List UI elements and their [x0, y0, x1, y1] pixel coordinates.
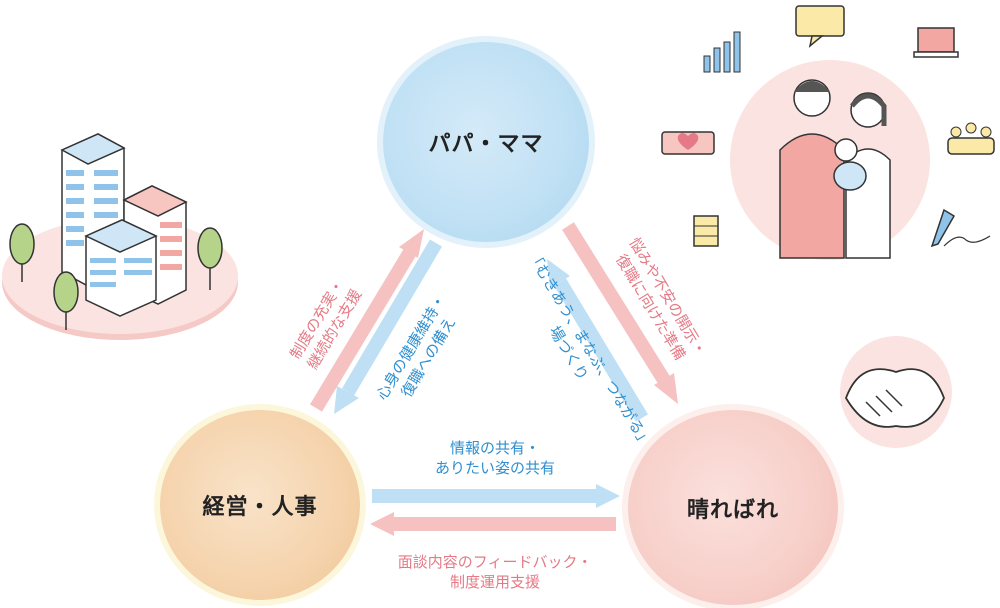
node-keiei-jinji: 経営・人事 [160, 410, 360, 600]
node-papa-mama-label: パパ・ママ [428, 132, 544, 157]
chat-bubble-icon [795, 5, 845, 48]
heart-handshake-icon [661, 131, 715, 155]
node-harebare-label: 晴ればれ [686, 497, 779, 523]
label-keiei-to-hare: 情報の共有・ ありたい姿の共有 [405, 438, 585, 479]
node-keiei-jinji-label: 経営・人事 [202, 495, 318, 520]
label-hare-to-keiei: 面談内容のフィードバック・ 制度運用支援 [380, 552, 610, 593]
label-hare-to-keiei-line1: 面談内容のフィードバック・ [397, 553, 593, 571]
arrow-hare-to-papa [562, 222, 678, 404]
bar-chart-icon [703, 31, 741, 73]
office-building-small-icon [693, 215, 719, 247]
label-keiei-to-hare-line2: ありたい姿の共有 [434, 459, 555, 478]
arrow-hare-to-keiei [370, 512, 616, 536]
handshake-icon [840, 336, 952, 448]
label-hare-to-keiei-line2: 制度運用支援 [449, 573, 540, 592]
office-buildings-icon [2, 133, 238, 340]
label-keiei-to-hare-line1: 情報の共有・ [449, 439, 540, 457]
meeting-icon [947, 122, 995, 155]
arrow-keiei-to-papa [310, 229, 424, 412]
node-harebare: 晴ればれ [628, 410, 838, 605]
pen-icon [930, 208, 991, 248]
arrow-keiei-to-hare [372, 484, 620, 508]
family-icon [730, 60, 930, 260]
laptop-icon [913, 27, 959, 58]
node-papa-mama: パパ・ママ [383, 42, 589, 242]
arrow-papa-to-hare [547, 259, 648, 422]
arrow-papa-to-keiei [334, 239, 443, 414]
